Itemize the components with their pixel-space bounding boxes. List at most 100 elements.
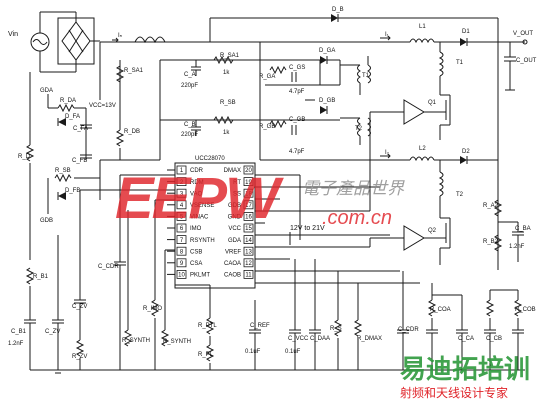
ic-pin-box: [176, 235, 187, 245]
cb-cap: [191, 120, 201, 136]
rpl-label: R_PL: [198, 352, 214, 358]
cca-label: C_CA: [458, 336, 474, 342]
cgb-label: C_GB: [289, 117, 305, 123]
driver-b: [403, 225, 425, 251]
ccdr-cap: [114, 174, 175, 370]
q2-label: Q2: [428, 228, 437, 234]
ic-pin-number: 16: [245, 215, 252, 221]
q2-mosfet: [439, 217, 451, 265]
c01-a-label: 0.1uF: [245, 349, 261, 355]
cfb-cap: [80, 154, 92, 159]
l1-label: L1: [419, 24, 426, 30]
ic-pin-number: 4: [180, 203, 184, 209]
ic-pin-box: [176, 177, 187, 187]
ic-pin-name: VINAC: [190, 215, 209, 221]
rcob-res: [484, 289, 518, 370]
eepw-watermark: EEPW 電子產品世界 .com.cn: [115, 166, 405, 231]
dgb-diode: [320, 106, 328, 114]
ic-pin-box: [243, 211, 254, 221]
cfb-label: C_FB: [72, 158, 87, 164]
cfa-cap: [80, 124, 92, 129]
ic-pin-number: 14: [245, 238, 252, 244]
rcob2-res: [512, 290, 524, 370]
d1-label: D1: [462, 29, 470, 35]
rimo-label: R_IMO: [143, 306, 162, 312]
gdb-label: GDB: [40, 218, 53, 224]
ic-pin-box: [243, 269, 254, 279]
ccdr-label: C_CDR: [98, 264, 119, 270]
rsa1-label: R_SA1: [220, 53, 240, 59]
rsynth-res: [123, 210, 133, 347]
rsb-label: R_SB: [220, 100, 236, 106]
ca-label: C_A: [184, 72, 196, 78]
ic-pin-number: 5: [180, 215, 184, 221]
db-diode: [331, 14, 339, 22]
ic-ucc28070: [174, 162, 256, 289]
ac-source: [30, 12, 50, 72]
db-label: D_B: [332, 7, 344, 13]
ic-pin-number: 12: [245, 261, 252, 267]
ic-pin-name: PKLMT: [190, 273, 210, 279]
ic-pin-number: 20: [245, 168, 252, 174]
bridge-rectifier: [40, 11, 95, 73]
cref-cap: [249, 300, 261, 370]
rs-res: [333, 271, 343, 370]
dfb-label: D_FB: [65, 188, 80, 194]
rptl-label: R_PTL: [198, 323, 217, 329]
ic-pin-name: RDM: [190, 180, 204, 186]
ic-pin-box: [243, 188, 254, 198]
rgb-res: [269, 119, 287, 129]
yidituo-watermark: 易迪拓培训 射频和天线设计专家: [400, 355, 530, 400]
dfa-label: D_FA: [65, 114, 80, 120]
dga-label: D_GA: [319, 48, 335, 54]
cout-capacitor: [504, 42, 516, 91]
ic-pin-name: RT: [233, 180, 241, 186]
rdmax-label: R_DMAX: [357, 336, 382, 342]
rda-label: R_DA: [60, 98, 76, 104]
ic-pin-box: [176, 246, 187, 256]
ccb-label: C_CB: [486, 336, 502, 342]
ic-pin-name: CSA: [190, 261, 202, 267]
ic-pin-box: [176, 269, 187, 279]
ic-pin-box: [176, 200, 187, 210]
rsb2-label: R_SB: [55, 168, 71, 174]
cout-label: C_OUT: [516, 58, 537, 64]
czv2-label: C_ZV: [72, 304, 87, 310]
ic-pin-number: 2: [180, 180, 184, 186]
vcc-range-label: 12V to 21V: [290, 225, 325, 232]
ic-pin-box: [243, 177, 254, 187]
ic-pin-number: 17: [245, 203, 252, 209]
d2-diode: [460, 156, 468, 164]
czv2-cap: [74, 299, 86, 340]
l2-label: L2: [419, 146, 426, 152]
cba-label: C_BA: [515, 226, 531, 232]
ccdr2-label: C_CDR: [398, 327, 419, 333]
t2-primary: [438, 171, 444, 197]
ic-pin-box: [243, 223, 254, 233]
cb1-val-label: 1.2nF: [8, 341, 24, 347]
rptl-res: [175, 284, 215, 345]
cgs-cap: [291, 72, 297, 82]
rsa-res: [115, 65, 125, 83]
rzv-label: R_ZV: [72, 354, 87, 360]
ic-pin-box: [176, 188, 187, 198]
rdmax-res: [353, 283, 363, 370]
ra2-label: R_A2: [483, 203, 499, 209]
input-current-wave: [134, 36, 166, 44]
ic-pin-name: VAO: [190, 191, 203, 197]
ic-pin-name: GND: [228, 215, 242, 221]
r-1k-b: [213, 115, 234, 125]
rzv-res: [75, 339, 85, 370]
ic-pin-number: 1: [180, 168, 184, 174]
ic-pin-name: VREF: [225, 249, 241, 255]
ic-pin-box: [243, 235, 254, 245]
rsa-label: R_SA1: [124, 68, 144, 74]
rsynth-label: R_SYNTH: [122, 338, 150, 344]
ib-label: Iₙ: [118, 33, 123, 39]
cb-label: C_B: [184, 122, 196, 128]
rga-label: R_GA: [259, 74, 275, 80]
ic-pin-number: 9: [180, 261, 184, 267]
eepw-cn: 電子產品世界: [302, 179, 405, 199]
